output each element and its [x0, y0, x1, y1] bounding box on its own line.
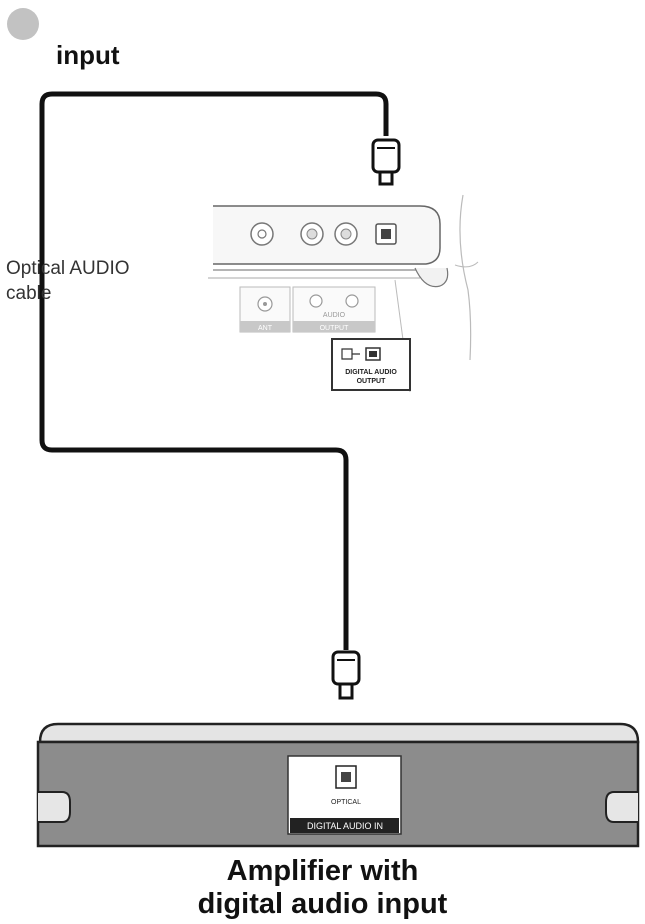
tv-back-panel: ANT AUDIO OUTPUT DIGITAL AUDIO OUTPUT: [208, 194, 479, 393]
amplifier-unit: OPTICAL DIGITAL AUDIO IN: [36, 722, 640, 848]
ant-label: ANT: [258, 325, 273, 332]
optical-audio-cable-label: Optical AUDIO cable: [6, 256, 130, 306]
audio-label-small: AUDIO: [323, 312, 346, 319]
audio-output-label: OUTPUT: [320, 325, 350, 332]
input-heading: input: [56, 40, 120, 70]
amplifier-title: Amplifier with digital audio input: [0, 855, 645, 921]
digital-audio-output-label-line2: OUTPUT: [357, 378, 387, 385]
ant-connector-icon: [250, 222, 274, 246]
digital-audio-output-label-line1: DIGITAL AUDIO: [345, 369, 397, 376]
amplifier-title-text: Amplifier with digital audio input: [197, 855, 448, 920]
step-marker-dot: [7, 8, 39, 40]
optical-plug-bottom: [331, 650, 361, 700]
digital-audio-in-label: DIGITAL AUDIO IN: [307, 821, 383, 831]
optical-label: OPTICAL: [331, 799, 361, 806]
optical-cable: [39, 91, 389, 650]
cable-label-text: Optical AUDIO cable: [6, 258, 130, 304]
optical-plug-top: [371, 138, 401, 186]
